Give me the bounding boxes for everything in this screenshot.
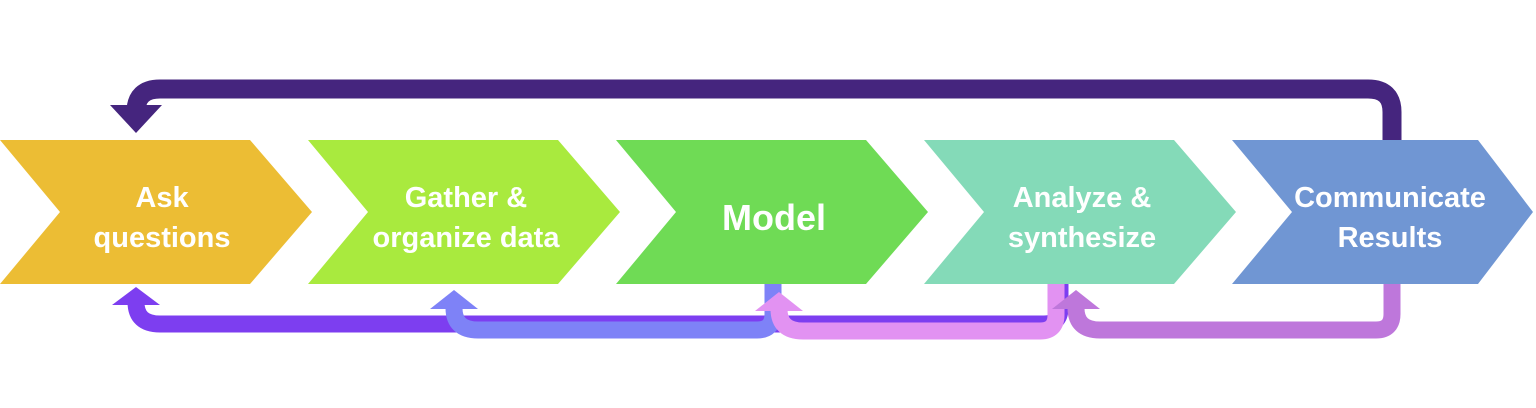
feedback-arrow-analyze-to-model-line [770, 272, 1065, 340]
feedback-arrow-model-to-gather-line [445, 272, 782, 339]
feedback-arrow-analyze-to-model-arrowhead [755, 292, 803, 311]
stage-label-analyze-synthesize-line1: Analyze & [1013, 182, 1152, 214]
stage-chevron-model [616, 140, 928, 284]
stage-label-model: Model [722, 197, 826, 238]
stage-chevron-gather-organize-data [308, 140, 620, 284]
feedback-arrow-communicate-to-ask-arrowhead [110, 105, 162, 133]
feedback-arrow-communicate-to-analyze-arrowhead [1052, 290, 1100, 309]
stage-label-analyze-synthesize-line2: synthesize [1008, 222, 1156, 254]
feedback-arrow-communicate-to-analyze-line [1067, 220, 1401, 339]
feedback-arrow-communicate-to-ask-line [126, 79, 1402, 272]
stage-chevron-communicate-results [1232, 140, 1533, 284]
feedback-arrow-analyze-to-ask-arrowhead [112, 287, 160, 305]
stage-label-communicate-results-line1: Communicate [1294, 182, 1486, 214]
feedback-arrow-analyze-to-ask-line [127, 272, 1069, 333]
stage-label-communicate-results-line2: Results [1338, 222, 1443, 254]
feedback-arrow-model-to-gather-arrowhead [430, 290, 478, 309]
stage-chevron-ask-questions [0, 140, 312, 284]
stage-label-gather-organize-data-line1: Gather & [405, 182, 528, 214]
stage-label-ask-questions-line1: Ask [135, 182, 189, 214]
stage-label-gather-organize-data-line2: organize data [373, 222, 561, 254]
stage-chevron-analyze-synthesize [924, 140, 1236, 284]
stage-label-ask-questions-line2: questions [94, 222, 231, 254]
